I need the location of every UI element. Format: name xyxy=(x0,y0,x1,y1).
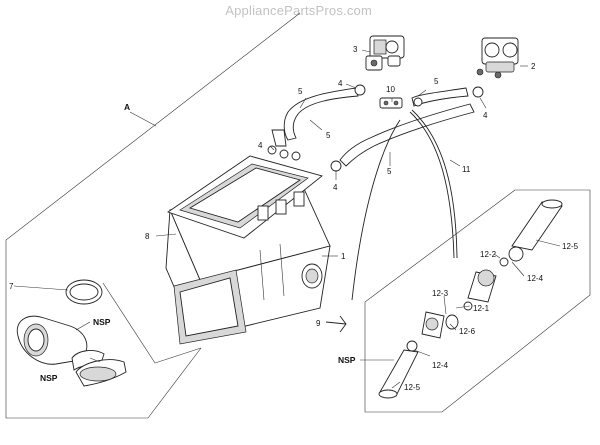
callout-9: 9 xyxy=(316,319,321,328)
watermark: AppliancePartsPros.com xyxy=(225,3,372,18)
callout-nsp: NSP xyxy=(338,355,356,365)
top-cover-8 xyxy=(167,155,323,239)
callout-7: 7 xyxy=(9,282,14,291)
callout-12-5: 12-5 xyxy=(404,383,421,392)
callout-12-5: 12-5 xyxy=(562,242,579,251)
leader-lines xyxy=(13,49,561,389)
ring-7 xyxy=(65,279,103,305)
callout-12-3: 12-3 xyxy=(432,289,449,298)
callout-5: 5 xyxy=(298,87,303,96)
callout-12-6: 12-6 xyxy=(459,327,476,336)
water-valve-2 xyxy=(476,37,519,79)
callout-a: A xyxy=(124,102,130,112)
callout-5: 5 xyxy=(387,167,392,176)
callout-4: 4 xyxy=(483,111,488,120)
callout-4: 4 xyxy=(338,79,343,88)
callout-12-2: 12-2 xyxy=(480,250,497,259)
callout-3: 3 xyxy=(353,45,358,54)
kit-12-outline xyxy=(364,189,591,413)
water-valve-3 xyxy=(365,35,405,71)
callout-1: 1 xyxy=(341,252,346,261)
callout-10: 10 xyxy=(386,85,395,94)
part-9 xyxy=(325,315,347,333)
callout-8: 8 xyxy=(145,232,150,241)
callout-12-4: 12-4 xyxy=(432,361,449,370)
hoses-5 xyxy=(271,87,475,167)
nsp-parts xyxy=(16,315,127,387)
hose-clamps-4 xyxy=(267,84,484,172)
callout-nsp: NSP xyxy=(93,317,111,327)
callout-12-1: 12-1 xyxy=(473,304,490,313)
callout-labels: 3 2 4 4 4 4 5 5 5 5 10 11 8 1 7 9 A NSP … xyxy=(9,45,579,392)
connector-10 xyxy=(379,97,403,109)
callout-nsp: NSP xyxy=(40,373,58,383)
assembly-a-outline xyxy=(5,12,301,419)
callout-5: 5 xyxy=(434,77,439,86)
callout-4: 4 xyxy=(258,141,263,150)
callout-11: 11 xyxy=(462,165,471,174)
callout-12-4: 12-4 xyxy=(527,274,544,283)
callout-5: 5 xyxy=(326,131,331,140)
callout-4: 4 xyxy=(333,183,338,192)
callout-2: 2 xyxy=(531,62,536,71)
tube-11 xyxy=(351,109,458,301)
kit-12-parts xyxy=(378,199,563,399)
